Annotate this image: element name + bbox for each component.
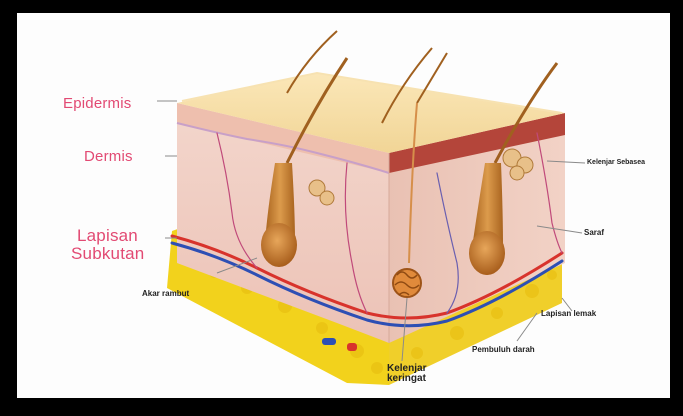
label-pembuluh-darah: Pembuluh darah (472, 345, 535, 354)
label-dermis: Dermis (84, 148, 133, 165)
label-saraf: Saraf (584, 228, 604, 237)
label-epidermis: Epidermis (63, 95, 132, 112)
skin-cross-section-illustration (17, 13, 670, 398)
label-akar-rambut: Akar rambut (142, 289, 189, 298)
label-lapisan-lemak: Lapisan lemak (541, 309, 596, 318)
label-kelenjar-sebasea: Kelenjar Sebasea (587, 159, 645, 166)
diagram-panel: Epidermis Dermis Lapisan Subkutan Akar r… (17, 13, 670, 398)
label-lapisan-subkutan-line2: Subkutan (71, 245, 144, 262)
label-kelenjar-keringat-line2: keringat (387, 374, 426, 384)
label-lapisan-subkutan-line1: Lapisan (77, 227, 138, 244)
